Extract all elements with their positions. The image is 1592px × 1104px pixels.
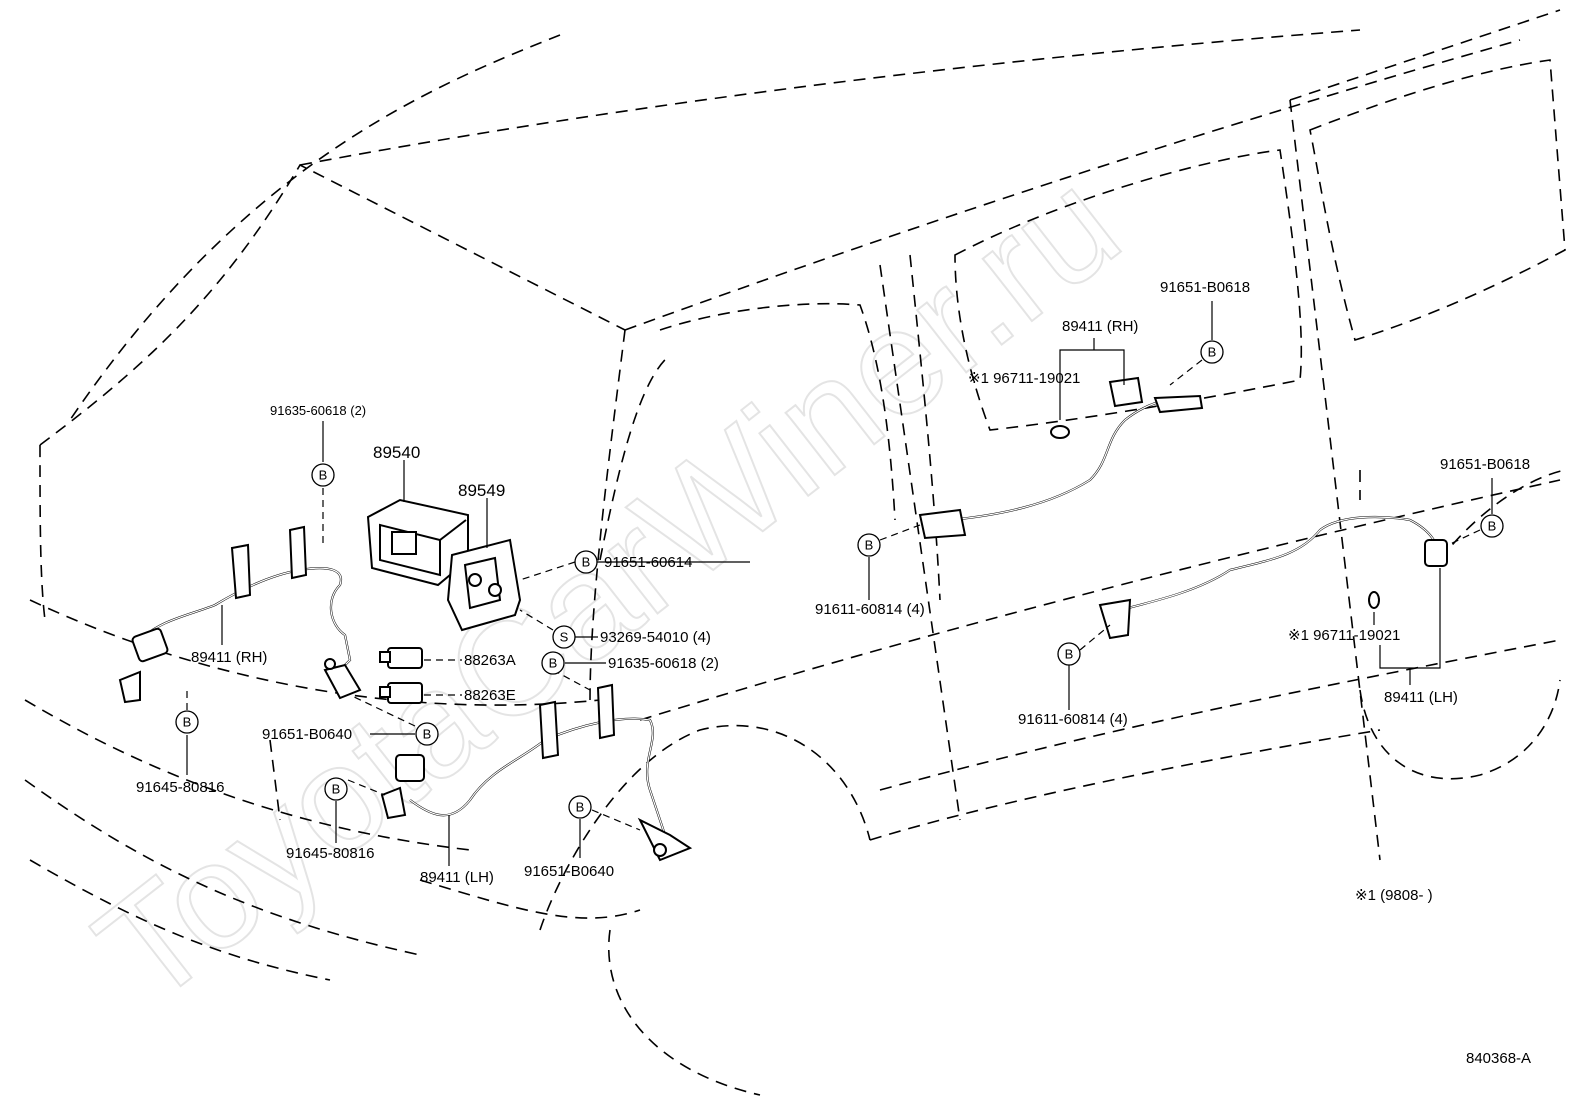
svg-text:B: B xyxy=(582,555,591,570)
abs-ecu-89540 xyxy=(366,498,469,587)
bolt-symbol-91645-a: B xyxy=(175,710,199,734)
note-applicability: ※1 (9808- ) xyxy=(1355,887,1433,904)
relay-88263a xyxy=(379,647,423,669)
vehicle-body-outline xyxy=(24,9,1566,1096)
bolt-symbol-91651-b0640-a: B xyxy=(415,722,439,746)
rear-rh-sensor-harness xyxy=(918,376,1204,540)
svg-text:B: B xyxy=(1065,647,1074,662)
bolt-symbol-91651-b0618-right: B xyxy=(1480,514,1504,538)
svg-text:B: B xyxy=(549,656,558,671)
svg-text:B: B xyxy=(865,538,874,553)
label-96711-19021-bottom: ※1 96711-19021 xyxy=(1288,627,1400,644)
bolt-symbol-91635-top: B xyxy=(311,463,335,487)
label-91635-60618-mid: 91635-60618 (2) xyxy=(608,655,719,672)
watermark: ToyotaCarWiner.ru xyxy=(66,138,1148,1035)
svg-text:B: B xyxy=(183,715,192,730)
svg-text:B: B xyxy=(576,800,585,815)
label-93269-54010: 93269-54010 (4) xyxy=(600,629,711,646)
figure-number: 840368-A xyxy=(1466,1050,1531,1067)
ecu-bracket-89549 xyxy=(446,538,522,632)
label-89411-lh-front: 89411 (LH) xyxy=(420,869,494,886)
bolt-symbol-91611-b: B xyxy=(1057,642,1081,666)
svg-text:B: B xyxy=(1488,519,1497,534)
label-91611-60814-b: 91611-60814 (4) xyxy=(1018,711,1128,728)
bolt-symbol-91635-mid: B xyxy=(541,651,565,675)
bolt-symbol-91645-b: B xyxy=(324,777,348,801)
label-96711-19021-top: ※1 96711-19021 xyxy=(968,370,1080,387)
front-lh-sensor-harness xyxy=(380,683,693,862)
label-89540: 89540 xyxy=(373,443,420,462)
label-91645-80816-b: 91645-80816 xyxy=(286,845,374,862)
label-91651-b0640-b: 91651-B0640 xyxy=(524,863,614,880)
label-89411-lh-rear: 89411 (LH) xyxy=(1384,689,1458,706)
label-91651-b0618-right: 91651-B0618 xyxy=(1440,456,1530,473)
leader-lines xyxy=(186,301,1493,866)
svg-text:B: B xyxy=(1208,345,1217,360)
svg-text:B: B xyxy=(423,727,432,742)
svg-text:B: B xyxy=(332,782,341,797)
svg-text:B: B xyxy=(319,468,328,483)
svg-text:S: S xyxy=(560,630,569,645)
bolt-symbol-91651-b0640-b: B xyxy=(568,795,592,819)
label-91651-b0618-top: 91651-B0618 xyxy=(1160,279,1250,296)
screw-symbol-93269: S xyxy=(552,625,576,649)
front-rh-sensor-harness xyxy=(118,525,362,704)
label-91651-b0640-a: 91651-B0640 xyxy=(262,726,352,743)
bolt-symbol-91611-a: B xyxy=(857,533,881,557)
label-89411-rh-front: 89411 (RH) xyxy=(191,649,267,666)
o-ring-96711-top xyxy=(1050,425,1070,439)
label-91611-60814-a: 91611-60814 (4) xyxy=(815,601,925,618)
label-89549: 89549 xyxy=(458,481,505,500)
bolt-symbol-91651-60614: B xyxy=(574,550,598,574)
label-88263a: 88263A xyxy=(464,652,516,669)
rear-lh-sensor-harness xyxy=(1098,515,1448,640)
relay-88263e xyxy=(379,682,423,704)
label-91635-60618-top: 91635-60618 (2) xyxy=(270,403,366,418)
bolt-symbol-91651-b0618-top: B xyxy=(1200,340,1224,364)
label-88263e: 88263E xyxy=(464,687,516,704)
label-91645-80816-a: 91645-80816 xyxy=(136,779,224,796)
label-89411-rh-rear: 89411 (RH) xyxy=(1062,318,1138,335)
label-91651-60614: 91651-60614 xyxy=(604,554,692,571)
